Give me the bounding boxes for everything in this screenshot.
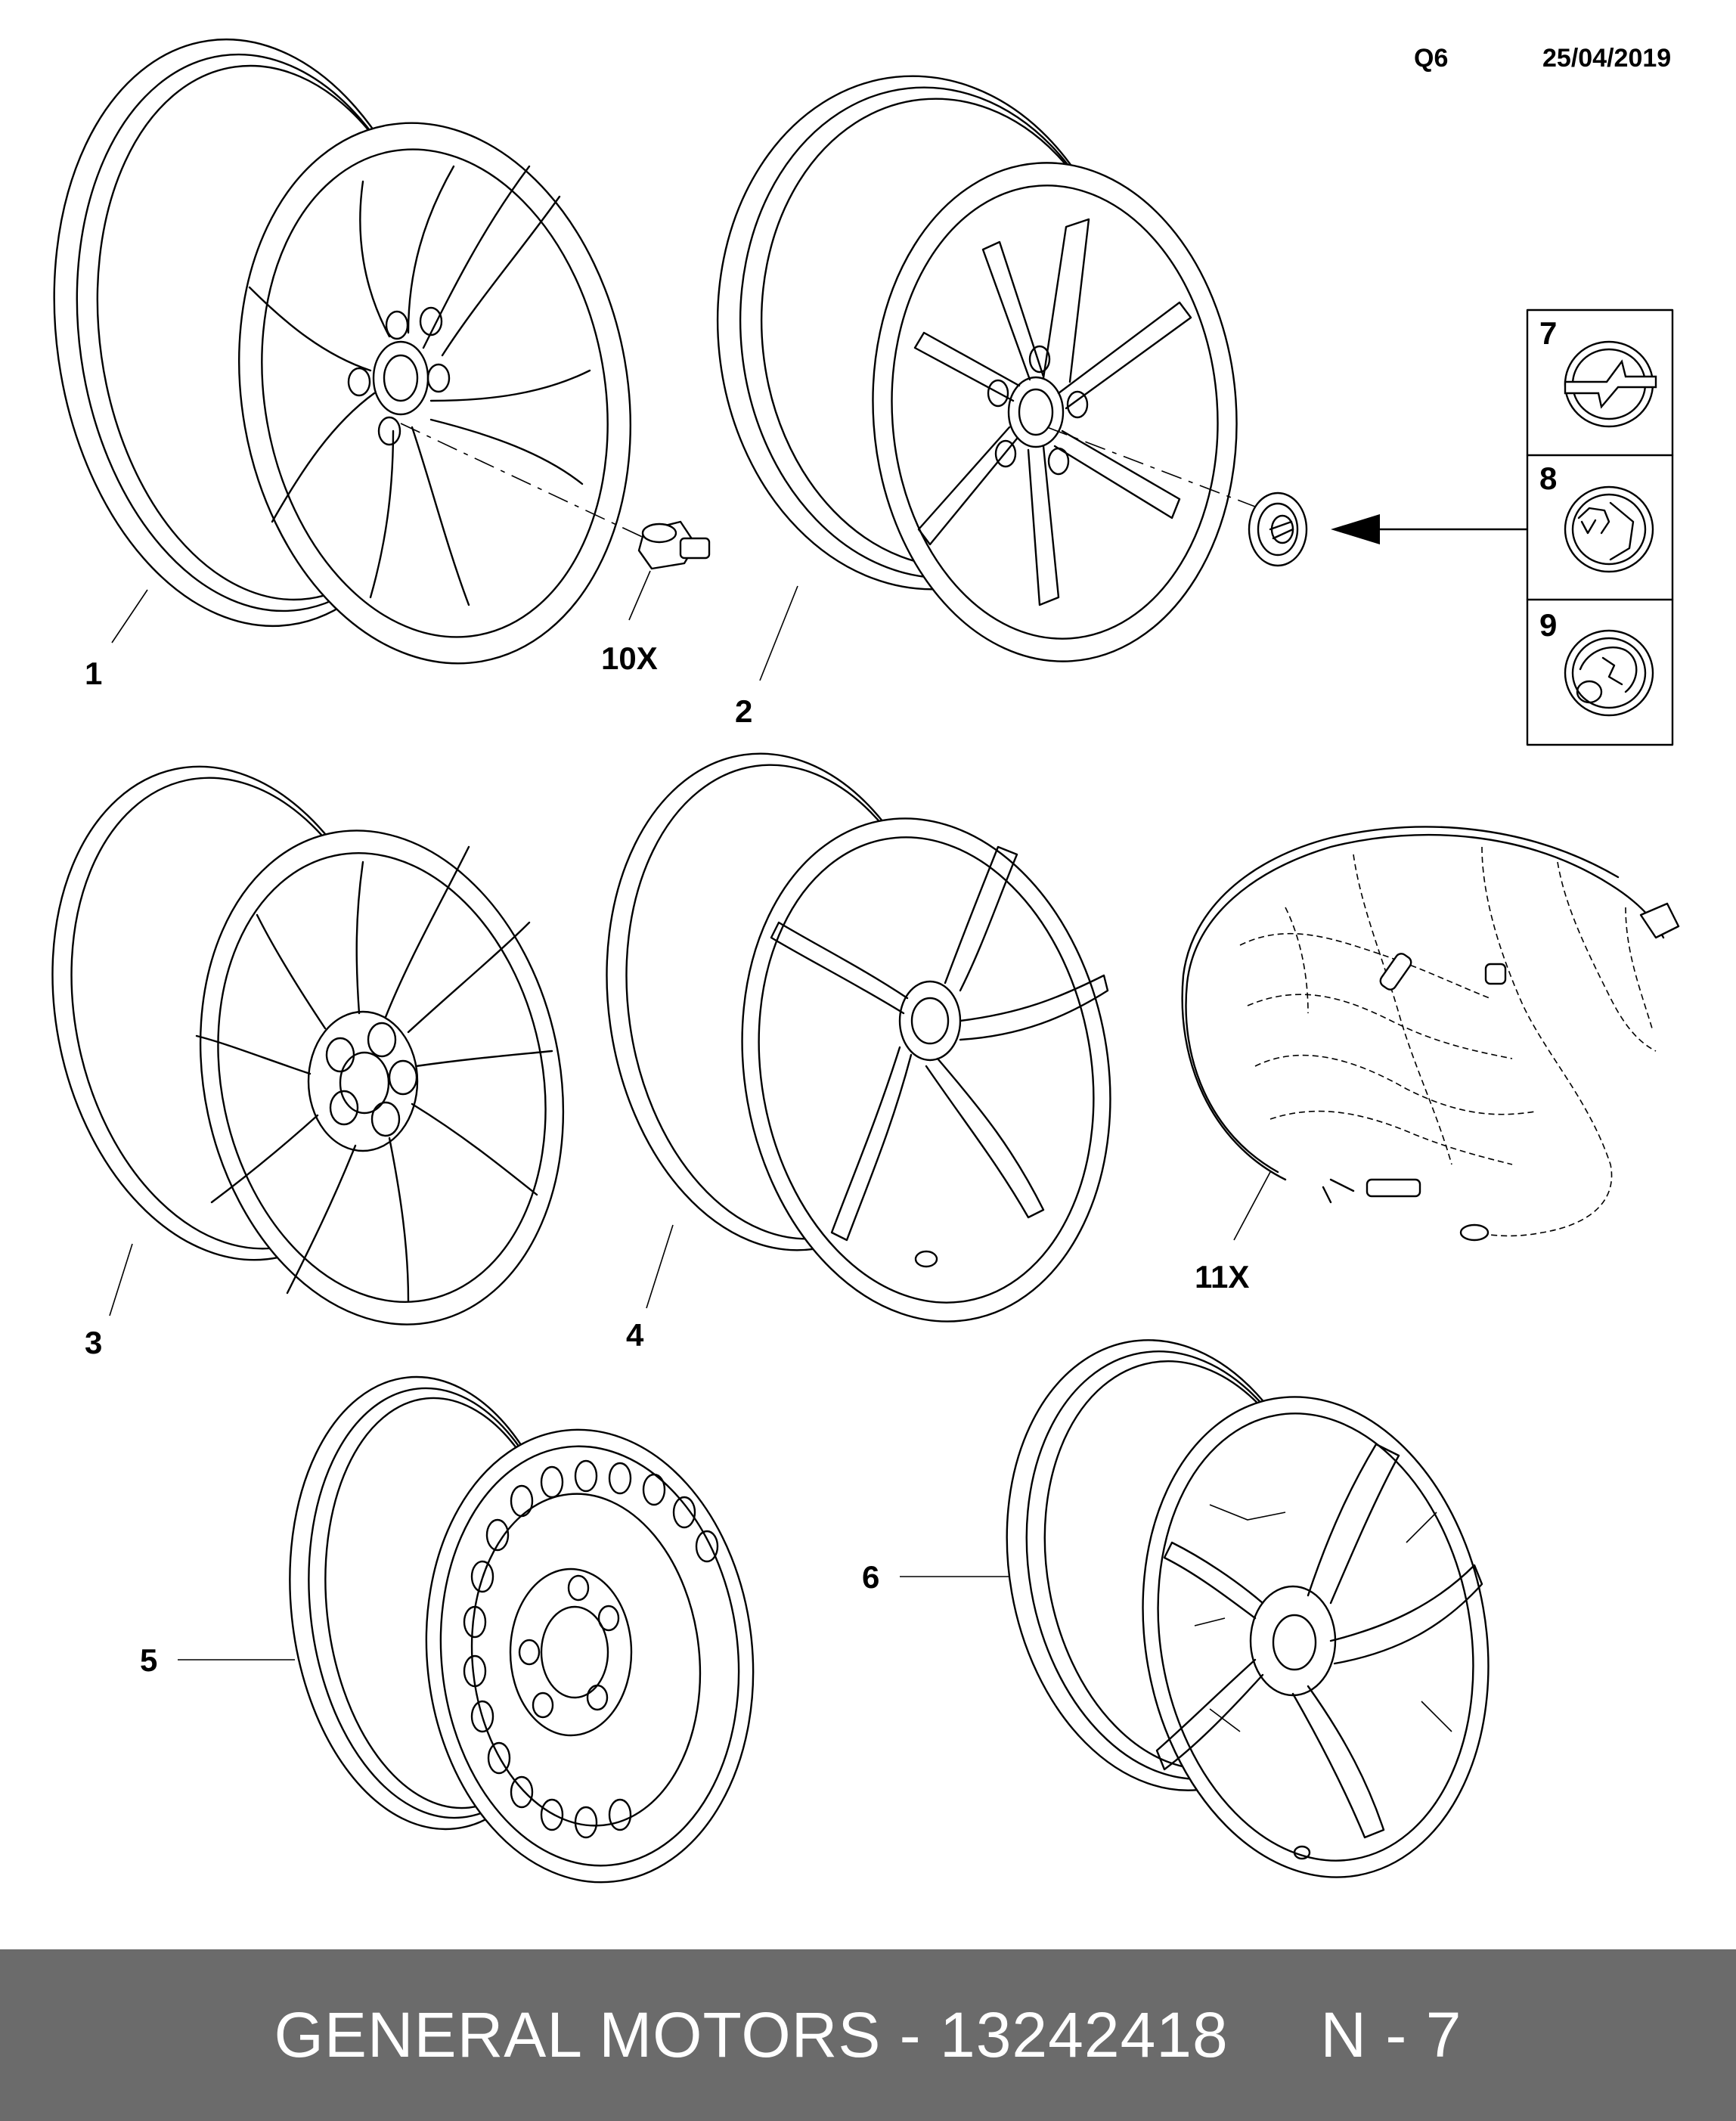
wheel-6-alloy-spare	[1006, 1339, 1490, 1878]
wheel-2-alloy-split	[716, 75, 1238, 662]
callout-5: 5	[140, 1642, 158, 1678]
callout-1: 1	[85, 656, 103, 691]
parts-diagram	[51, 38, 1680, 1884]
center-cap-icon	[1248, 491, 1308, 567]
wheel-5-steel	[289, 1375, 755, 1884]
opel-emblem-icon	[1564, 340, 1657, 428]
diagram-date: 25/04/2019	[1542, 44, 1672, 73]
footer-part-number: GENERAL MOTORS - 13242418 N - 7	[274, 1999, 1462, 2070]
callout-4: 4	[626, 1317, 644, 1353]
holden-emblem-icon	[1564, 629, 1654, 717]
wheel-nut-icon	[637, 520, 711, 570]
wheel-3-alloy-multispoke	[51, 765, 565, 1326]
wheel-1-alloy-twist	[53, 38, 631, 665]
callout-8: 8	[1539, 460, 1558, 496]
vauxhall-emblem-icon	[1564, 485, 1654, 573]
arrow-icon	[1331, 514, 1529, 544]
wheel-4-alloy-swept	[606, 752, 1111, 1323]
callout-11x: 11X	[1195, 1259, 1250, 1295]
callout-3: 3	[85, 1325, 103, 1360]
diagram-code: Q6	[1414, 44, 1449, 73]
footer-bar: GENERAL MOTORS - 13242418 N - 7	[0, 1949, 1736, 2121]
snow-chain-icon	[1181, 826, 1680, 1242]
callout-7: 7	[1539, 315, 1558, 351]
callout-2: 2	[735, 693, 753, 729]
callout-6: 6	[862, 1559, 880, 1595]
callout-10x: 10X	[601, 640, 658, 676]
callout-9: 9	[1539, 607, 1558, 643]
